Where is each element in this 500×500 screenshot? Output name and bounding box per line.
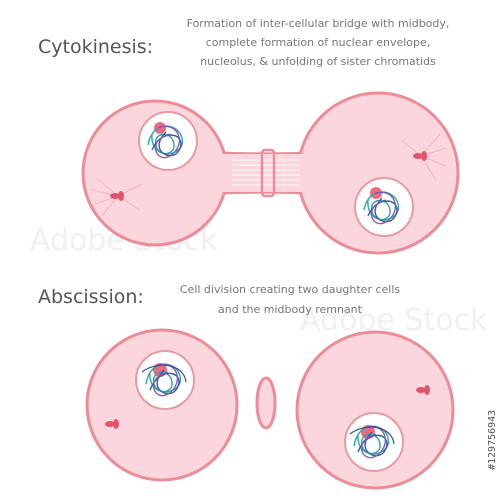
- cytokinesis-label: Cytokinesis:: [38, 36, 153, 58]
- nucleus-left: [138, 111, 198, 171]
- bridge-microtubules: [232, 159, 300, 186]
- cytokinesis-description-line: nucleolus, & unfolding of sister chromat…: [200, 55, 436, 68]
- abscission-cells: [85, 328, 455, 490]
- abscission-description-line: Cell division creating two daughter cell…: [180, 283, 401, 296]
- midbody-remnant: [255, 376, 277, 430]
- centrosome-daughter-left: [105, 419, 119, 429]
- nucleus-daughter-right: [344, 412, 404, 472]
- cytokinesis-cells: [81, 91, 460, 255]
- centrosome-daughter-right: [416, 385, 430, 395]
- centrosome-right: [401, 133, 447, 181]
- nucleus-daughter-left: [135, 350, 195, 410]
- centrosome-left: [91, 177, 143, 217]
- abscission-label: Abscission:: [38, 286, 144, 308]
- cytokinesis-description-line: complete formation of nuclear envelope,: [206, 36, 431, 49]
- cytokinesis-description-line: Formation of inter-cellular bridge with …: [187, 17, 450, 30]
- midbody: [260, 148, 276, 198]
- watermark-text: Adobe Stock: [300, 303, 488, 338]
- nucleus-right: [354, 177, 414, 237]
- abscission-description-line: and the midbody remnant: [218, 303, 363, 316]
- daughter-cell-right: [295, 330, 455, 490]
- stock-id: #129756943: [487, 410, 498, 470]
